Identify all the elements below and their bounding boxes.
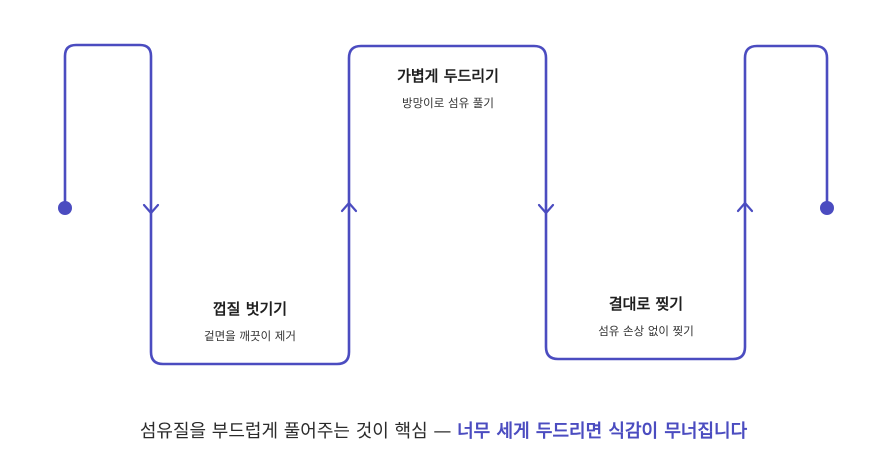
caption-emphasis: 너무 세게 두드리면 식감이 무너집니다 [457,421,748,442]
step-1-desc: 겉면을 깨끗이 제거 [204,329,296,343]
end-dot [820,201,834,215]
step-2-title: 가볍게 두드리기 [397,67,499,85]
caption-main: 섬유질을 부드럽게 풀어주는 것이 핵심 — [139,421,458,442]
step-3-title: 결대로 찢기 [609,295,683,313]
chevron-down-icon [142,203,160,215]
start-dot [58,201,72,215]
caption: 섬유질을 부드럽게 풀어주는 것이 핵심 — 너무 세게 두드리면 식감이 무너… [0,417,887,443]
step-2-desc: 방망이로 섬유 풀기 [402,96,494,110]
chevron-up-icon [736,201,754,213]
chevron-down-icon [537,203,555,215]
chevron-up-icon [340,201,358,213]
process-path [63,43,829,366]
step-1-title: 껍질 벗기기 [213,300,287,318]
step-3-desc: 섬유 손상 없이 찢기 [598,324,694,338]
